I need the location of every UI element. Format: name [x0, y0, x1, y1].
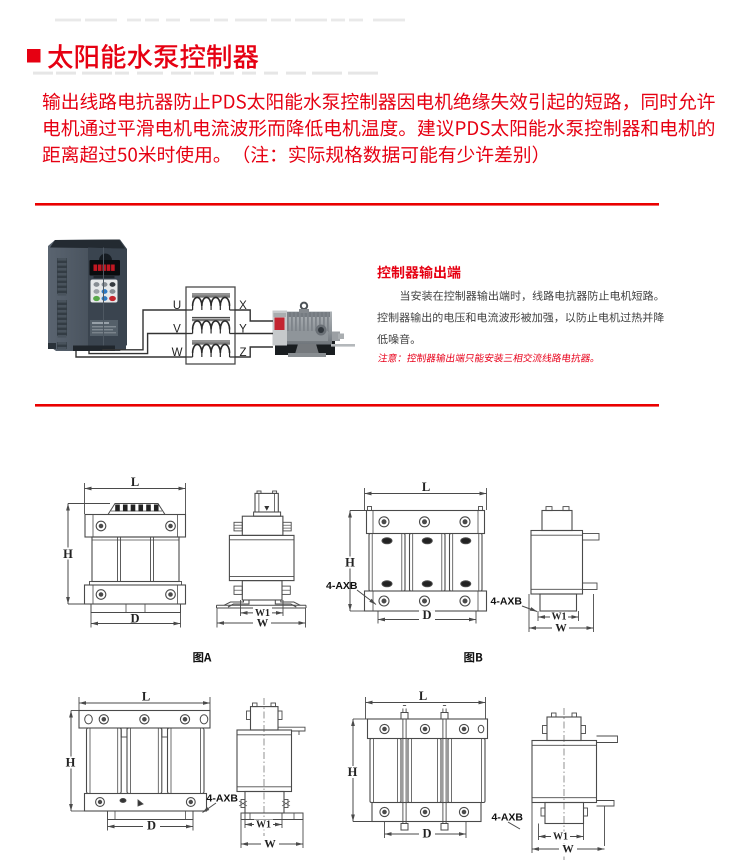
svg-text:4-AXB: 4-AXB: [491, 596, 523, 608]
svg-text:D: D: [422, 827, 431, 841]
svg-text:D: D: [130, 612, 139, 626]
svg-text:W: W: [562, 844, 574, 856]
svg-text:H: H: [66, 756, 76, 770]
svg-text:U: U: [173, 300, 181, 312]
svg-text:4-AXB: 4-AXB: [207, 793, 239, 805]
svg-text:Y: Y: [239, 324, 247, 336]
svg-text:X: X: [239, 300, 247, 312]
svg-text:W1: W1: [552, 612, 567, 623]
svg-text:V: V: [173, 324, 181, 336]
svg-text:W1: W1: [256, 820, 271, 831]
svg-text:W1: W1: [255, 608, 270, 619]
svg-text:D: D: [422, 608, 431, 622]
svg-text:L: L: [419, 689, 427, 703]
svg-text:H: H: [345, 556, 355, 570]
svg-text:W1: W1: [553, 832, 568, 843]
svg-text:W: W: [264, 839, 276, 851]
svg-text:D: D: [147, 819, 156, 833]
svg-text:Z: Z: [239, 347, 246, 359]
svg-text:4-AXB: 4-AXB: [326, 580, 358, 592]
svg-text:L: L: [422, 480, 430, 494]
svg-text:L: L: [131, 475, 139, 489]
svg-text:4-AXB: 4-AXB: [492, 812, 524, 824]
svg-text:H: H: [63, 547, 73, 561]
svg-text:W: W: [172, 347, 183, 359]
svg-text:W: W: [257, 618, 269, 630]
svg-text:W: W: [555, 623, 567, 635]
svg-text:H: H: [348, 765, 358, 779]
svg-text:L: L: [142, 690, 150, 704]
